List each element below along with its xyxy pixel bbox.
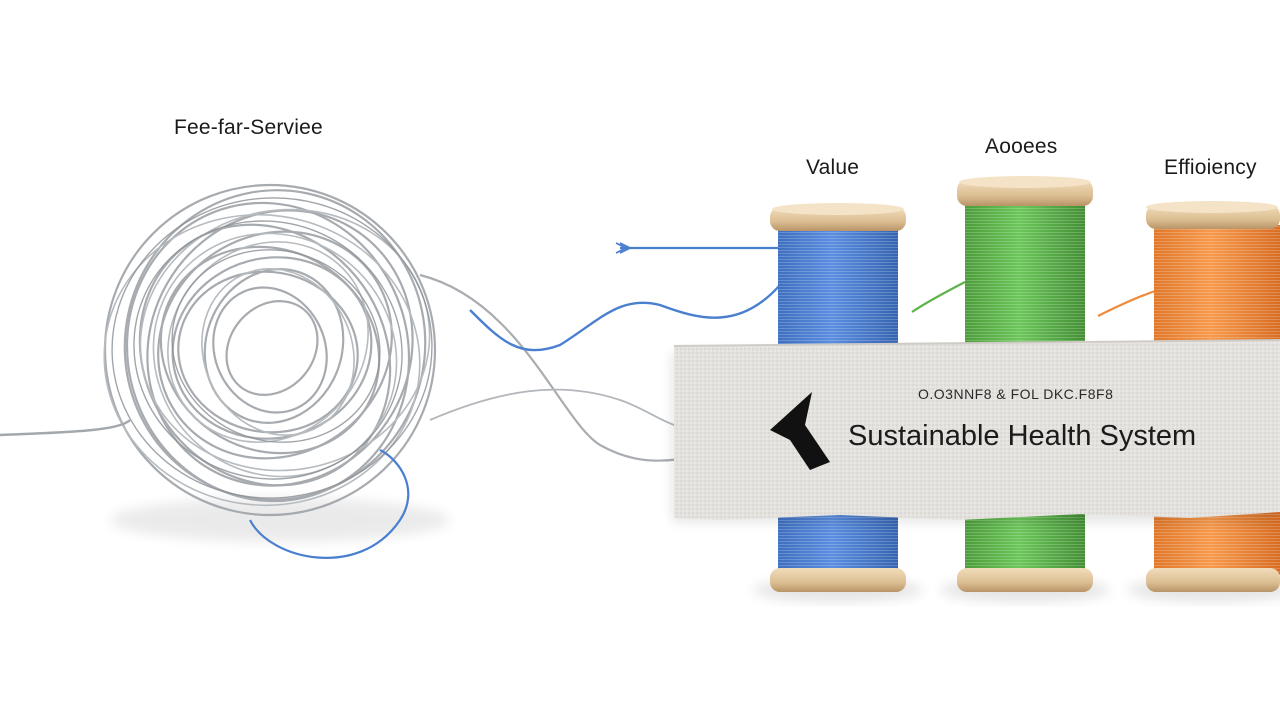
access-thread [911,281,966,313]
efficiency-thread [1097,288,1159,317]
arrow-icon [615,242,780,254]
efficiency-label: Effioiency [1164,156,1257,179]
fabric-banner [672,339,1280,522]
access-label: Aooees [985,135,1058,158]
banner-title: Sustainable Health System [848,420,1197,452]
value-thread [469,284,781,352]
banner-subtext: O.O3NNF8 & FOL DKC.F8F8 [918,386,1114,402]
fee-for-service-label: Fee-far-Serviee [174,116,323,139]
tangled-wire-ball [0,183,701,559]
arrowhead-icon [770,392,830,470]
value-label: Value [806,156,860,179]
